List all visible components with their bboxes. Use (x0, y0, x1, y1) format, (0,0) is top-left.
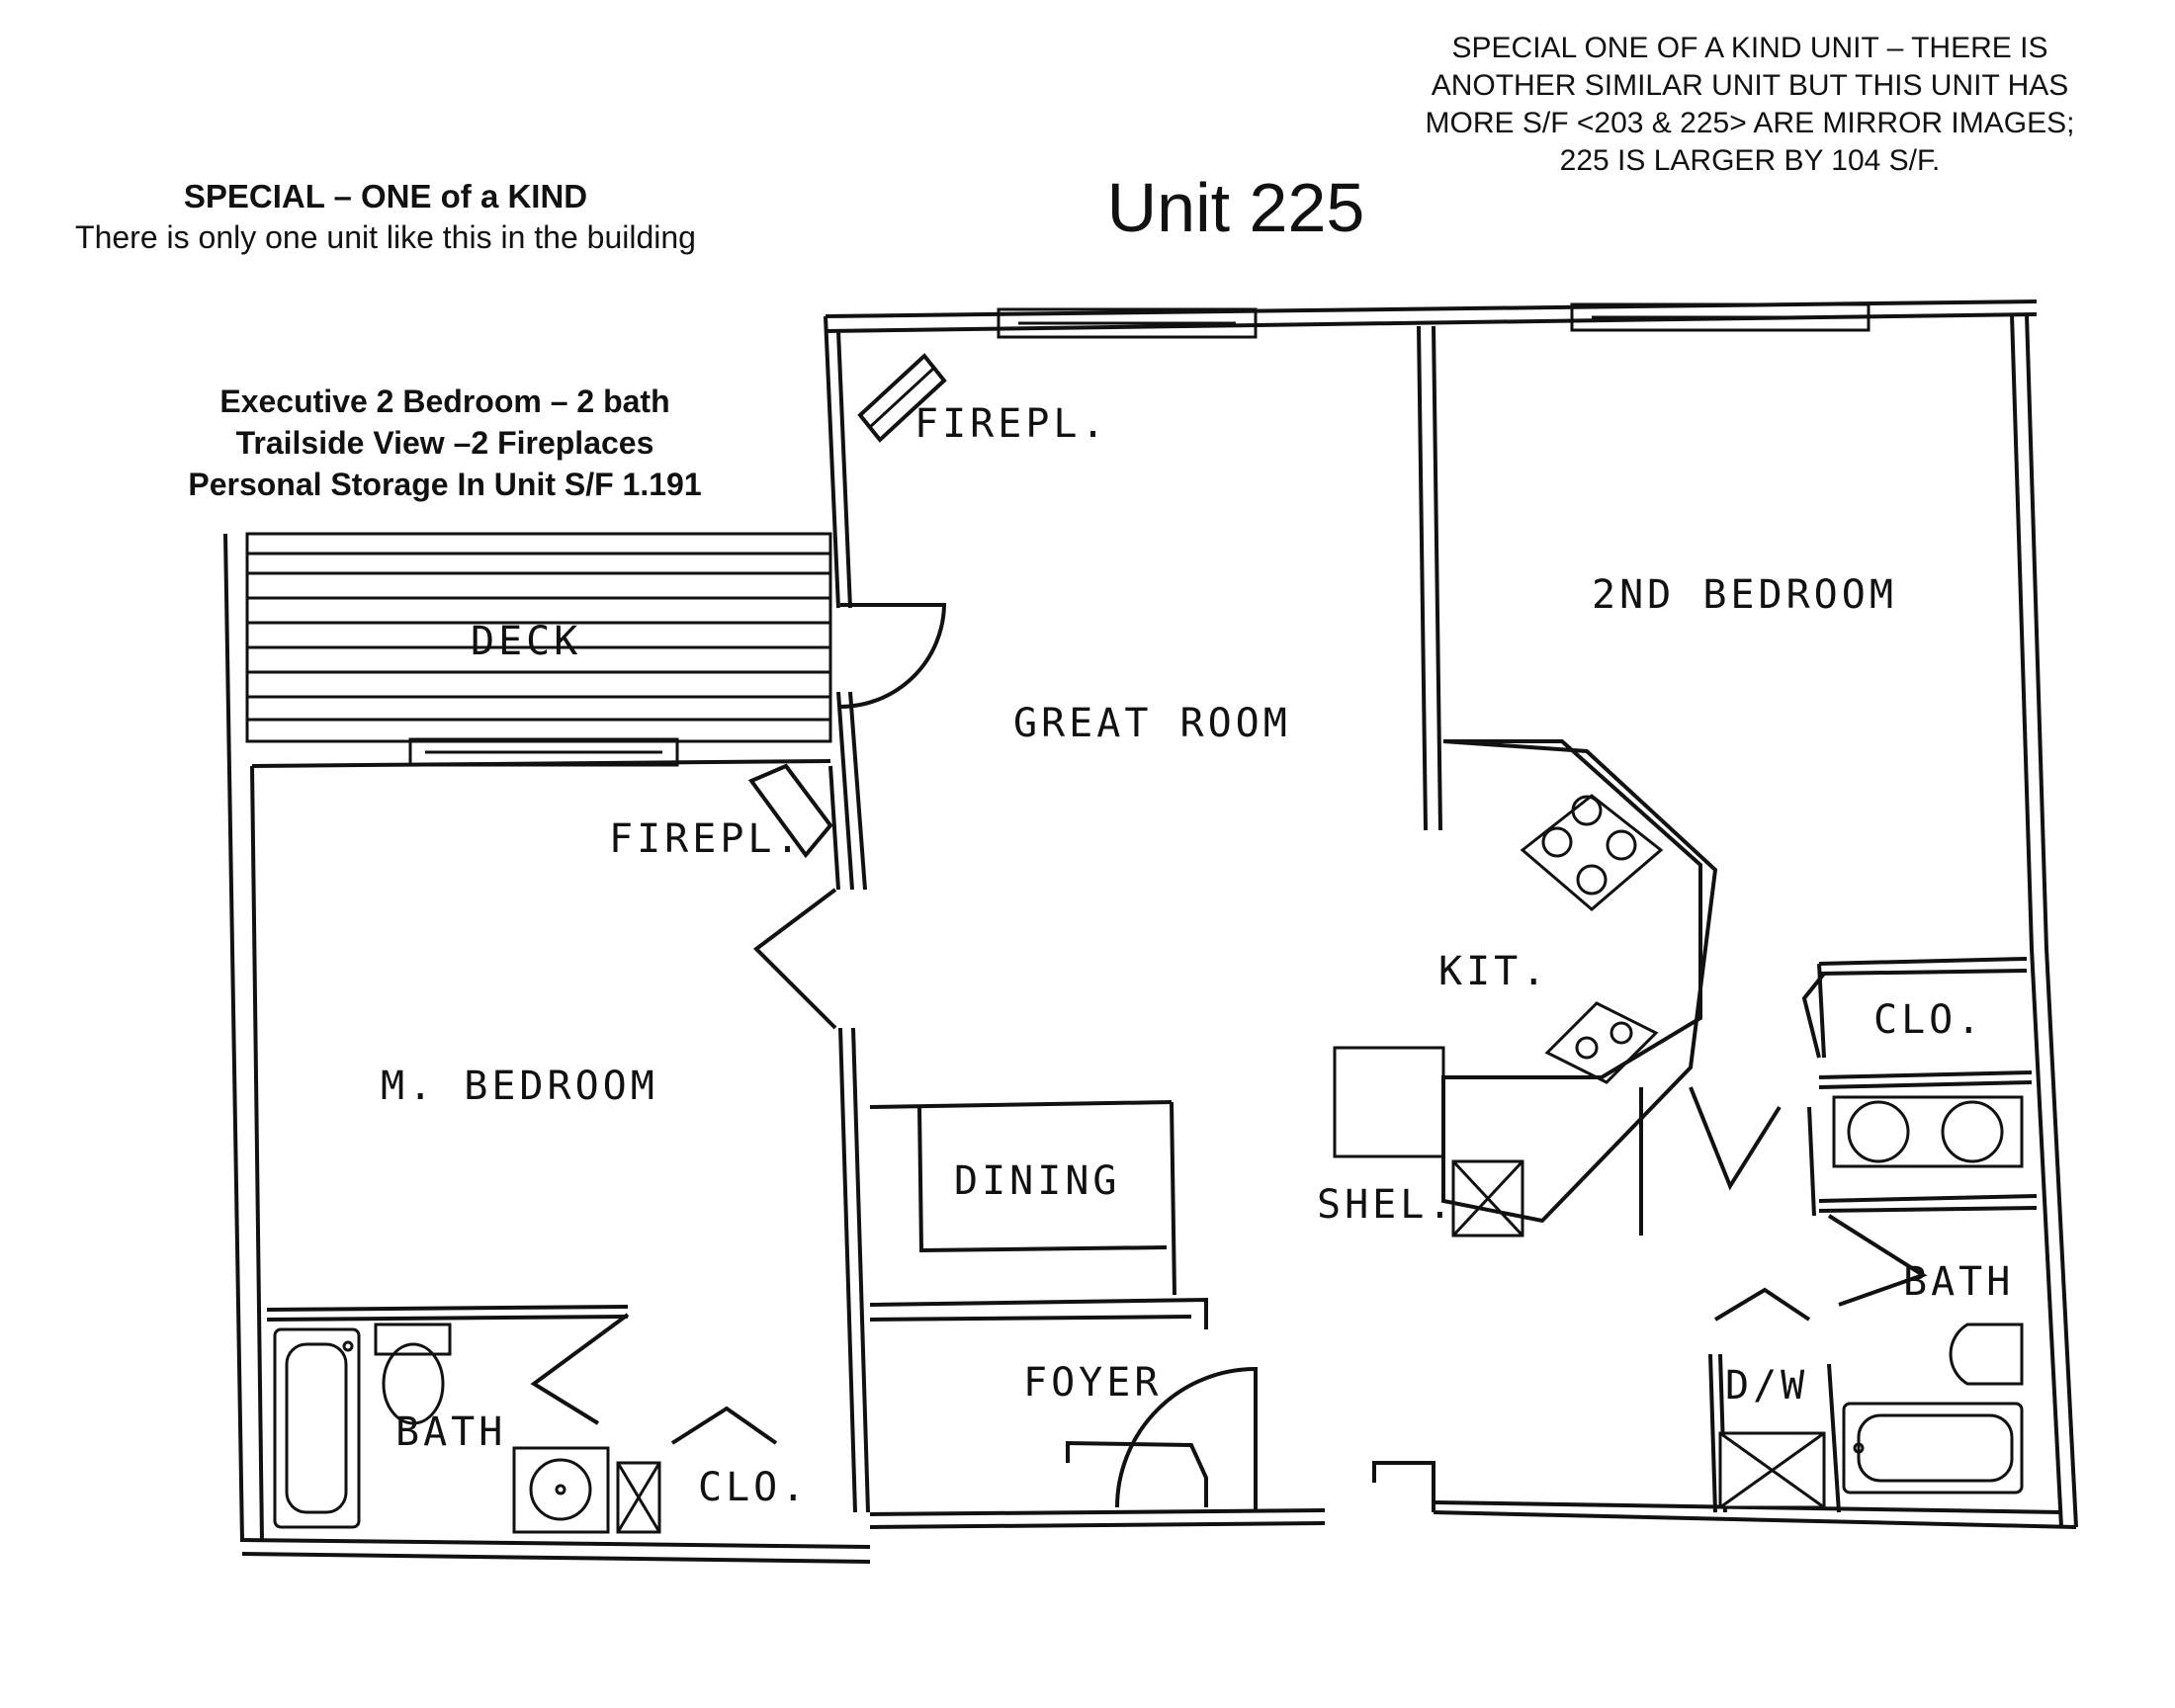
cooktop (1520, 794, 1664, 911)
label-dishwasher: D/W (1725, 1363, 1808, 1409)
bath-door-2 (1827, 1214, 1928, 1307)
kitchen-island (1333, 1046, 1445, 1158)
label-master-bath: BATH (395, 1409, 506, 1455)
feature-line: Personal Storage In Unit S/F 1.191 (188, 467, 702, 502)
label-foyer: FOYER (1023, 1360, 1162, 1406)
left-title: SPECIAL – ONE of a KIND There is only on… (40, 178, 732, 256)
label-great-room: GREAT ROOM (1013, 701, 1291, 746)
label-dining: DINING (954, 1158, 1121, 1204)
unit-title: Unit 225 (1106, 169, 1365, 246)
feature-line: Trailside View –2 Fireplaces (235, 425, 654, 461)
dw-door (1713, 1287, 1811, 1322)
special-note-line: 225 IS LARGER BY 104 S/F. (1559, 144, 1941, 177)
master-bath-fixtures (273, 1313, 778, 1534)
kitchen-door (1689, 1086, 1782, 1191)
label-deck: DECK (471, 619, 581, 664)
unit-features: Executive 2 Bedroom – 2 bath Trailside V… (138, 381, 751, 505)
deck (245, 532, 832, 743)
left-title-line2: There is only one unit like this in the … (75, 219, 696, 255)
fireplace-bedroom (747, 763, 833, 859)
fireplace-great-room (857, 353, 947, 443)
label-closet-1: CLO. (698, 1465, 809, 1510)
closet-door-2 (1801, 972, 1826, 1059)
deck-door (839, 603, 947, 709)
feature-line: Executive 2 Bedroom – 2 bath (219, 384, 670, 419)
special-note-line: ANOTHER SIMILAR UNIT BUT THIS UNIT HAS (1431, 69, 2069, 102)
label-firepl-great-room: FIREPL. (914, 401, 1109, 447)
entry-door (1115, 1366, 1258, 1512)
left-title-line1: SPECIAL – ONE of a KIND (183, 178, 588, 214)
exterior-walls (223, 299, 2078, 1564)
second-bath-fixtures (1718, 1095, 2024, 1509)
label-bath-2: BATH (1903, 1259, 2014, 1305)
label-closet-2: CLO. (1873, 997, 1984, 1043)
label-firepl-bedroom: FIREPL. (609, 816, 804, 862)
foyer-closet (1066, 1440, 1208, 1507)
special-note-line: SPECIAL ONE OF A KIND UNIT – THERE IS (1451, 32, 2048, 64)
interior-walls (266, 325, 2038, 1513)
label-second-bedroom: 2ND BEDROOM (1592, 572, 1897, 618)
windows (408, 302, 1870, 767)
master-bedroom-door (752, 888, 837, 1030)
label-master-bedroom: M. BEDROOM (381, 1064, 658, 1109)
special-note: SPECIAL ONE OF A KIND UNIT – THERE IS AN… (1364, 30, 2135, 180)
label-shelf: SHEL. (1317, 1182, 1455, 1228)
kitchen-sink (1544, 1001, 1659, 1084)
label-kitchen: KIT. (1438, 949, 1549, 994)
special-note-line: MORE S/F <203 & 225> ARE MIRROR IMAGES; (1425, 107, 2075, 139)
foyer-bench (1372, 1461, 1436, 1512)
shelf (1451, 1159, 1524, 1238)
